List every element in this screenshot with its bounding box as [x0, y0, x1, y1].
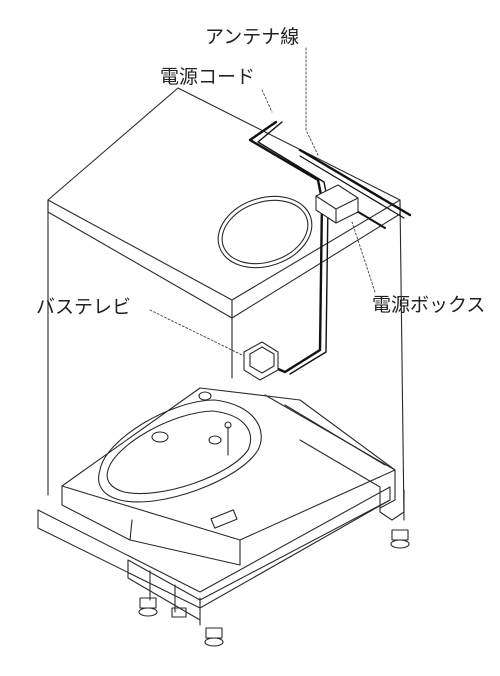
label-antenna-cable: アンテナ線 [205, 26, 300, 48]
label-power-cord: 電源コード [160, 66, 256, 88]
antenna-cable-line [298, 148, 412, 217]
leg-left [138, 597, 158, 617]
bathtub-unit [37, 387, 405, 609]
wiring [248, 120, 412, 375]
bath-tv [243, 341, 279, 381]
leg-right [390, 529, 410, 549]
ceiling-panel [47, 87, 401, 319]
leader-lines [149, 47, 376, 357]
wall-edges [47, 199, 405, 521]
leg-rear [171, 607, 187, 618]
label-power-box: 電源ボックス [372, 294, 486, 316]
floor-frame [127, 499, 410, 647]
power-box [315, 184, 359, 224]
leg-front [204, 627, 224, 647]
label-bath-tv: バステレビ [36, 296, 132, 318]
